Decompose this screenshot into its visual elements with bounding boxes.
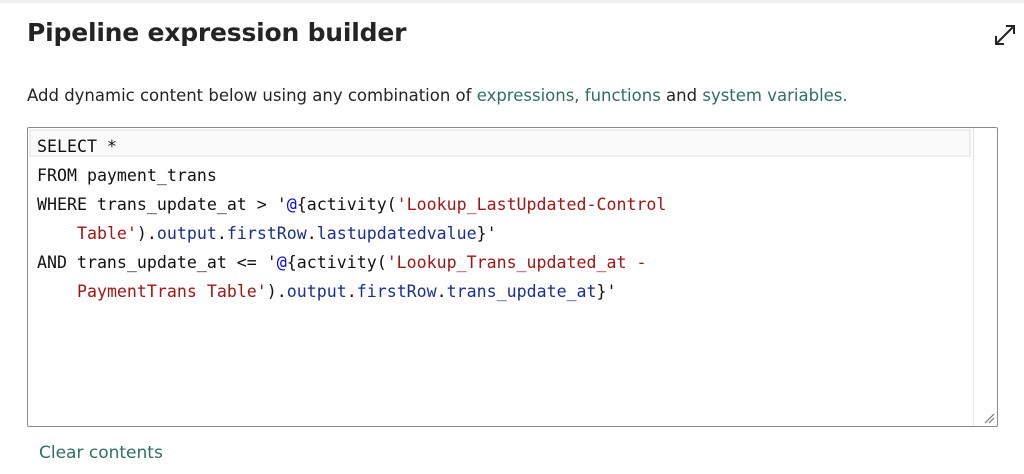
code-token-str: 'Lookup_Trans_updated_at - [386,253,647,272]
code-line[interactable]: PaymentTrans Table').output.firstRow.tra… [37,277,666,306]
code-token-plain: . [346,282,357,301]
code-token-at: @ [276,253,287,272]
code-token-str: 'Lookup_LastUpdated-Control [396,195,667,214]
top-divider [0,0,1024,3]
clear-contents-link[interactable]: Clear contents [39,443,163,463]
code-token-plain: WHERE trans_update_at > ' [37,195,287,214]
code-token-plain [37,224,77,243]
code-token-plain: ). [136,224,157,243]
code-token-plain: }' [596,282,617,301]
code-token-str: Table' [76,224,137,243]
expand-icon [995,25,1015,45]
code-token-prop: firstRow [226,224,307,243]
code-token-str: PaymentTrans Table' [76,282,267,301]
code-token-prop: output [156,224,217,243]
code-token-plain: . [306,224,317,243]
expressions-functions-link[interactable]: expressions, functions [476,86,661,105]
code-token-plain: }' [476,224,497,243]
code-token-prop: lastupdatedvalue [316,224,477,243]
code-token-plain: {activity( [286,253,387,272]
system-variables-link[interactable]: system variables. [702,86,848,105]
code-line[interactable]: Table').output.firstRow.lastupdatedvalue… [37,219,666,248]
code-token-prop: trans_update_at [446,282,597,301]
code-token-plain: ). [266,282,287,301]
code-line[interactable]: AND trans_update_at <= '@{activity('Look… [37,248,666,277]
code-token-prop: firstRow [356,282,437,301]
code-token-plain: FROM payment_trans [37,166,217,185]
resize-grip-icon[interactable] [983,412,995,424]
code-token-prop: output [286,282,347,301]
description-text: Add dynamic content below using any comb… [27,86,848,105]
code-line[interactable]: SELECT * [37,132,666,161]
code-token-plain: . [436,282,447,301]
code-token-plain: . [216,224,227,243]
code-token-at: @ [286,195,297,214]
dialog-title: Pipeline expression builder [27,18,407,47]
code-line[interactable]: FROM payment_trans [37,161,666,190]
editor-ruler [973,128,974,426]
description-prefix: Add dynamic content below using any comb… [27,86,477,105]
current-line-highlight [29,129,971,157]
expand-button[interactable] [990,20,1020,50]
code-token-plain: {activity( [296,195,397,214]
description-middle: and [660,86,703,105]
code-token-plain [37,282,77,301]
code-token-plain: AND trans_update_at <= ' [37,253,277,272]
code-token-plain: SELECT * [37,137,117,156]
code-line[interactable]: WHERE trans_update_at > '@{activity('Loo… [37,190,666,219]
